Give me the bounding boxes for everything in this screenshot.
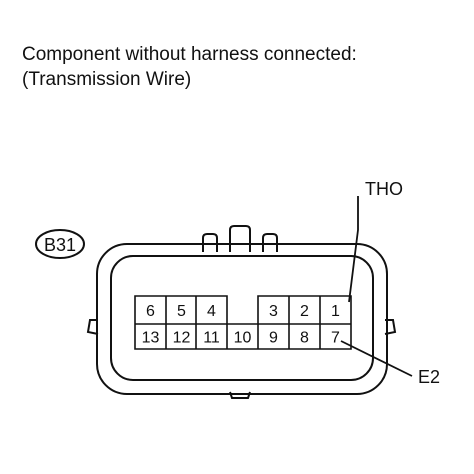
terminal-pin-3: 3: [269, 303, 278, 320]
terminal-pin-4: 4: [207, 303, 216, 320]
connector-code-badge: B31: [35, 229, 85, 259]
terminal-pin-6: 6: [146, 303, 155, 320]
terminal-pin-1: 1: [331, 303, 340, 320]
terminal-pin-12: 12: [173, 330, 191, 347]
connector-top-tabs: [202, 225, 278, 252]
terminal-pin-2: 2: [300, 303, 309, 320]
heading-line-2: (Transmission Wire): [22, 69, 192, 90]
callout-tho-label: THO: [365, 179, 403, 199]
terminal-pin-8: 8: [300, 330, 309, 347]
terminal-pin-11: 11: [203, 330, 220, 347]
terminal-pin-9: 9: [269, 330, 278, 347]
connector-side-ears: [86, 319, 397, 335]
callout-e2-label: E2: [418, 367, 440, 387]
terminal-grid: [134, 295, 352, 350]
heading-line-1: Component without harness connected:: [22, 44, 357, 65]
terminal-pin-7: 7: [331, 330, 340, 347]
connector-housing-inner: [110, 255, 374, 381]
terminal-pin-10: 10: [234, 330, 252, 347]
terminal-top-row: 6 5 4 3 2 1: [146, 296, 340, 324]
connector-housing-outer: [96, 243, 388, 395]
terminal-bottom-row: 13 12 11 10 9 8 7: [142, 324, 340, 349]
terminal-pin-13: 13: [142, 330, 160, 347]
terminal-pin-5: 5: [177, 303, 186, 320]
connector-code-label: B31: [44, 235, 76, 255]
callout-tho: THO: [348, 179, 403, 303]
callout-e2: E2: [340, 340, 440, 387]
